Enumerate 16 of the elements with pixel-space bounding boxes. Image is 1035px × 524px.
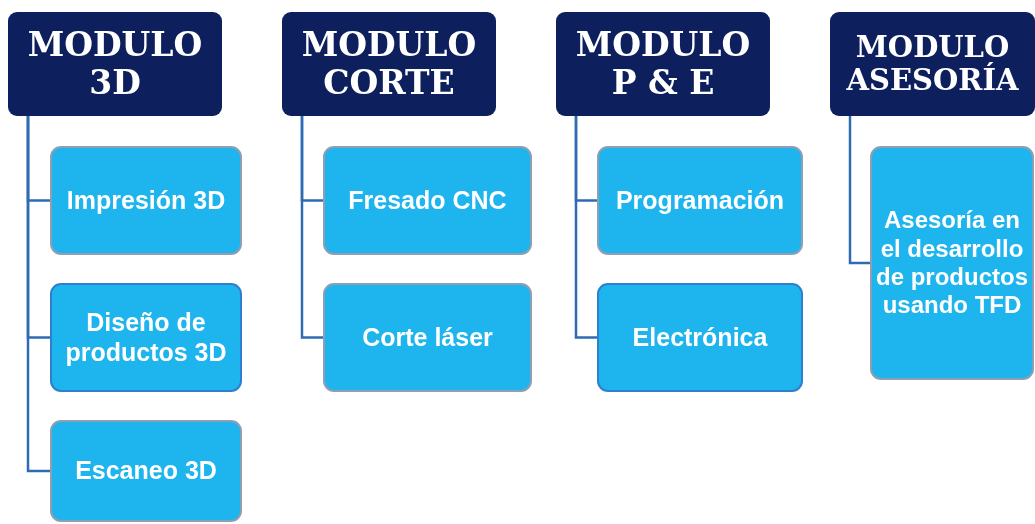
connector-line (848, 116, 870, 265)
service-box: Fresado CNC (323, 146, 532, 255)
connector-line (26, 116, 50, 473)
service-box: Electrónica (597, 283, 803, 392)
module-header-box: MODULO CORTE (282, 12, 496, 116)
service-box: Diseño de productos 3D (50, 283, 242, 392)
service-box: Programación (597, 146, 803, 255)
service-box: Escaneo 3D (50, 420, 242, 522)
service-box: Impresión 3D (50, 146, 242, 255)
module-header-box: MODULO 3D (8, 12, 222, 116)
module-header-box: MODULO P & E (556, 12, 770, 116)
connector-line (300, 116, 323, 339)
module-header-box: MODULO ASESORÍA (830, 12, 1035, 116)
service-box: Corte láser (323, 283, 532, 392)
connector-line (574, 116, 597, 339)
service-box: Asesoría en el desarrollo de productos usando TFD (870, 146, 1034, 380)
